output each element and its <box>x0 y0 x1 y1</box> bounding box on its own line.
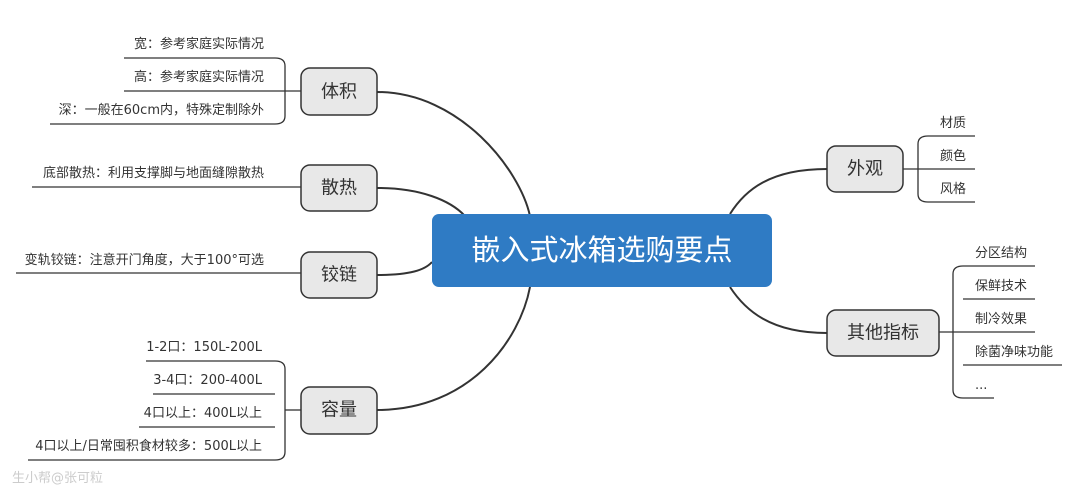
branch-volume-leaves: 宽：参考家庭实际情况 高：参考家庭实际情况 深：一般在60cm内，特殊定制除外 <box>50 36 301 125</box>
leaf-width: 宽：参考家庭实际情况 <box>134 36 264 52</box>
node-volume-label: 体积 <box>321 82 357 103</box>
leaf-zones: 分区结构 <box>975 246 1027 261</box>
branch-capacity-leaves: 1-2口：150L-200L 3-4口：200-400L 4口以上：400L以上… <box>28 340 301 461</box>
leaf-cap-2: 3-4口：200-400L <box>153 373 263 388</box>
node-hinge-label: 铰链 <box>321 265 357 286</box>
leaf-hinge: 变轨铰链：注意开门角度，大于100°可选 <box>25 252 264 268</box>
node-volume[interactable]: 体积 <box>300 67 378 116</box>
leaf-more: ... <box>975 378 987 393</box>
leaf-height: 高：参考家庭实际情况 <box>134 69 264 85</box>
node-other-label: 其他指标 <box>847 323 919 344</box>
watermark: 生小帮@张可粒 <box>12 471 103 486</box>
leaf-cap-3: 4口以上：400L以上 <box>144 406 262 421</box>
node-capacity-label: 容量 <box>321 400 357 421</box>
connectors <box>376 91 828 411</box>
node-heat[interactable]: 散热 <box>300 164 378 212</box>
central-topic[interactable]: 嵌入式冰箱选购要点 <box>432 214 772 287</box>
central-topic-label: 嵌入式冰箱选购要点 <box>471 233 732 267</box>
leaf-cap-1: 1-2口：150L-200L <box>146 340 263 355</box>
node-hinge[interactable]: 铰链 <box>300 251 378 299</box>
branch-heat-leaves: 底部散热：利用支撑脚与地面缝隙散热 <box>32 165 301 188</box>
leaf-freshness: 保鲜技术 <box>975 279 1027 294</box>
node-appearance[interactable]: 外观 <box>826 145 904 193</box>
leaf-style: 风格 <box>940 181 966 197</box>
leaf-cap-4: 4口以上/日常囤积食材较多：500L以上 <box>35 438 262 454</box>
node-appearance-label: 外观 <box>847 159 883 180</box>
leaf-depth: 深：一般在60cm内，特殊定制除外 <box>59 102 264 118</box>
leaf-sterilize: 除菌净味功能 <box>975 345 1053 360</box>
branch-hinge-leaves: 变轨铰链：注意开门角度，大于100°可选 <box>16 252 301 274</box>
leaf-bottom-heat: 底部散热：利用支撑脚与地面缝隙散热 <box>43 165 264 181</box>
node-heat-label: 散热 <box>321 178 357 199</box>
branch-other-leaves: 分区结构 保鲜技术 制冷效果 除菌净味功能 ... <box>939 246 1062 399</box>
branch-appearance-leaves: 材质 颜色 风格 <box>903 116 975 203</box>
leaf-material: 材质 <box>940 116 966 131</box>
leaf-cooling: 制冷效果 <box>975 312 1027 327</box>
node-other[interactable]: 其他指标 <box>826 309 940 357</box>
node-capacity[interactable]: 容量 <box>300 386 378 435</box>
leaf-color: 颜色 <box>940 148 966 164</box>
